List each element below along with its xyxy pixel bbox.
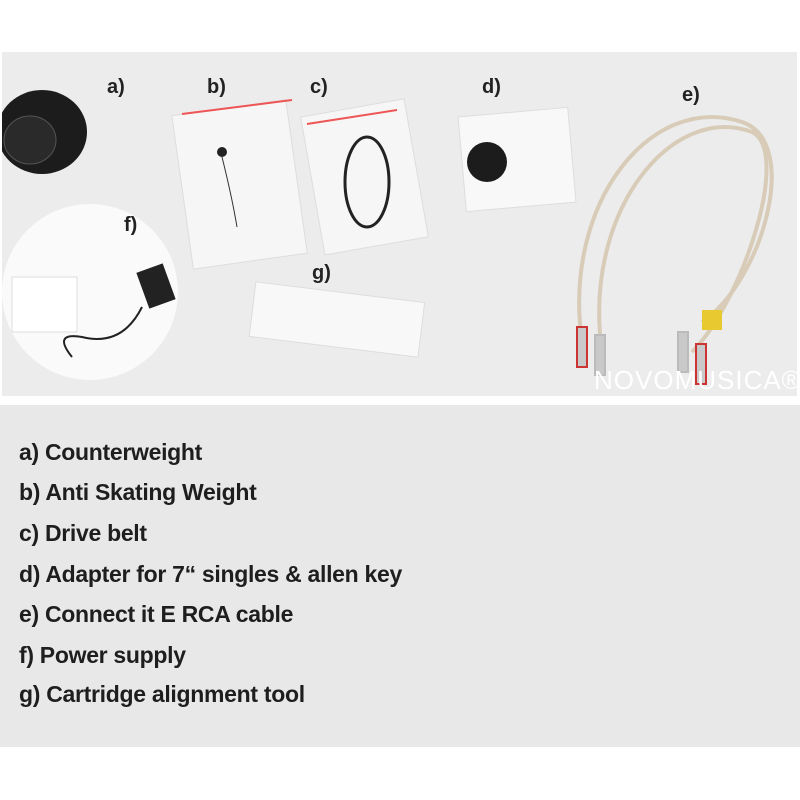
brand-logo: NOVOMUSICA® bbox=[594, 365, 800, 395]
accessories-photo: a) b) c) d) e) f) g) NOVOMUSICA® bbox=[2, 52, 800, 396]
accessories-illustration bbox=[2, 90, 774, 385]
counterweight-image bbox=[2, 90, 87, 174]
rca-cable-image bbox=[576, 115, 774, 385]
label-f: f) bbox=[124, 214, 138, 236]
label-d: d) bbox=[482, 76, 501, 98]
label-a: a) bbox=[107, 76, 125, 98]
label-b: b) bbox=[207, 76, 226, 98]
list-item: c) Drive belt bbox=[19, 520, 147, 546]
alignment-tool-image bbox=[248, 281, 426, 358]
adapter-image bbox=[457, 106, 577, 213]
drive-belt-image bbox=[300, 98, 429, 256]
label-g: g) bbox=[312, 262, 331, 284]
power-supply-image bbox=[2, 204, 178, 380]
list-item: g) Cartridge alignment tool bbox=[19, 681, 305, 707]
list-item: d) Adapter for 7“ singles & allen key bbox=[19, 561, 402, 587]
anti-skating-weight-image bbox=[171, 99, 308, 270]
label-e: e) bbox=[682, 84, 700, 106]
label-c: c) bbox=[310, 76, 328, 98]
contents-list: a) Counterweight b) Anti Skating Weight … bbox=[0, 405, 800, 747]
list-item: a) Counterweight bbox=[19, 439, 203, 465]
list-item: e) Connect it E RCA cable bbox=[19, 601, 294, 627]
list-item: f) Power supply bbox=[19, 642, 186, 668]
list-item: b) Anti Skating Weight bbox=[19, 479, 257, 505]
